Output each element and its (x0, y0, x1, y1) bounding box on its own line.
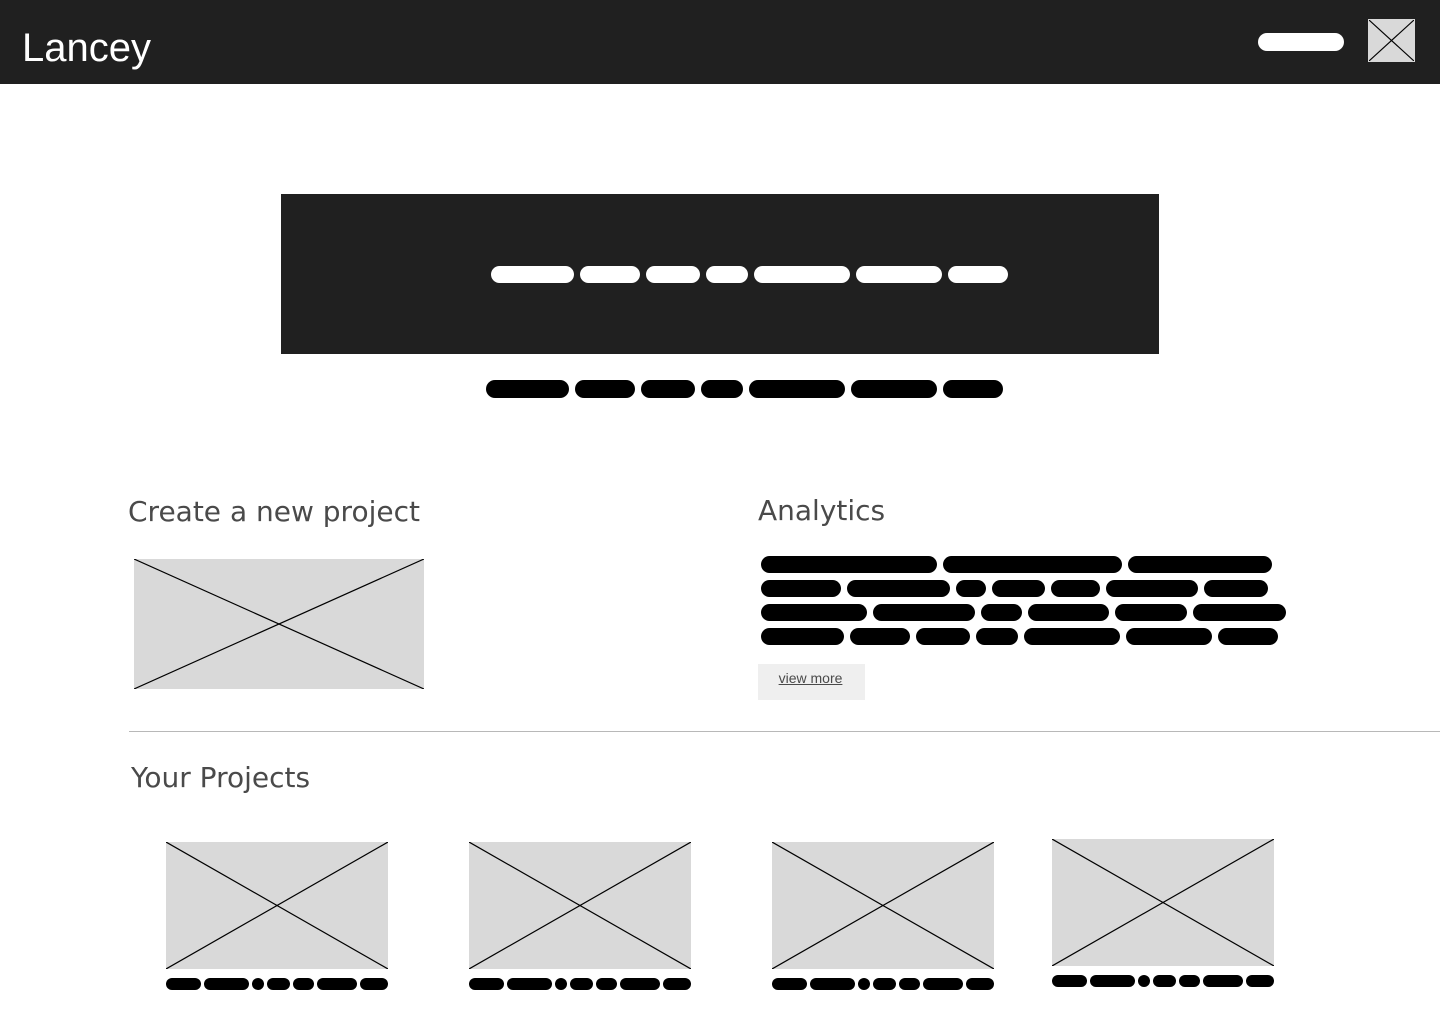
analytics-word-placeholder (1126, 628, 1212, 645)
profile-image-placeholder-icon[interactable] (1368, 19, 1415, 62)
project-word-placeholder (293, 978, 314, 990)
project-word-placeholder (1203, 975, 1243, 987)
analytics-word-placeholder (976, 628, 1018, 645)
analytics-word-placeholder (1106, 580, 1198, 597)
analytics-word-placeholder (761, 580, 841, 597)
project-word-placeholder (1138, 975, 1150, 987)
analytics-word-placeholder (761, 604, 867, 621)
analytics-word-placeholder (1115, 604, 1187, 621)
analytics-word-placeholder (1204, 580, 1268, 597)
project-word-placeholder (469, 978, 504, 990)
project-image-placeholder-icon[interactable] (469, 842, 691, 969)
project-image-placeholder-icon[interactable] (772, 842, 994, 969)
subheadline-word-placeholder (701, 380, 743, 398)
project-word-placeholder (923, 978, 963, 990)
project-word-placeholder (663, 978, 691, 990)
analytics-word-placeholder (847, 580, 950, 597)
project-word-placeholder (1090, 975, 1135, 987)
project-title-placeholder (469, 978, 691, 990)
project-word-placeholder (858, 978, 870, 990)
analytics-word-placeholder (1051, 580, 1100, 597)
analytics-word-placeholder (992, 580, 1045, 597)
project-word-placeholder (873, 978, 896, 990)
project-word-placeholder (1246, 975, 1274, 987)
view-more-button[interactable]: view more (758, 664, 865, 700)
headline-word-placeholder (754, 266, 850, 283)
project-card[interactable] (166, 842, 390, 992)
project-title-placeholder (1052, 975, 1274, 987)
project-word-placeholder (267, 978, 290, 990)
headline-word-placeholder (580, 266, 640, 283)
brand-logo[interactable]: Lancey (22, 26, 151, 70)
analytics-text-line-placeholder (761, 580, 1268, 597)
project-word-placeholder (1052, 975, 1087, 987)
project-word-placeholder (507, 978, 552, 990)
headline-word-placeholder (646, 266, 700, 283)
project-word-placeholder (204, 978, 249, 990)
section-divider (129, 731, 1440, 732)
project-word-placeholder (166, 978, 201, 990)
project-word-placeholder (1179, 975, 1200, 987)
subheadline-word-placeholder (943, 380, 1003, 398)
project-word-placeholder (810, 978, 855, 990)
project-image-placeholder-icon[interactable] (1052, 839, 1274, 966)
headline-word-placeholder (491, 266, 574, 283)
analytics-word-placeholder (1028, 604, 1109, 621)
hero-subheadline-placeholder (486, 380, 1003, 398)
project-title-placeholder (772, 978, 994, 990)
subheadline-word-placeholder (749, 380, 845, 398)
project-word-placeholder (596, 978, 617, 990)
headline-word-placeholder (948, 266, 1008, 283)
analytics-word-placeholder (1193, 604, 1286, 621)
project-word-placeholder (317, 978, 357, 990)
analytics-word-placeholder (761, 628, 844, 645)
subheadline-word-placeholder (486, 380, 569, 398)
hero-headline-placeholder (491, 266, 1008, 283)
project-word-placeholder (899, 978, 920, 990)
project-card[interactable] (1052, 839, 1276, 989)
analytics-word-placeholder (916, 628, 970, 645)
project-image-placeholder-icon[interactable] (166, 842, 388, 969)
your-projects-heading: Your Projects (131, 761, 311, 794)
analytics-word-placeholder (1024, 628, 1120, 645)
analytics-word-placeholder (850, 628, 910, 645)
project-word-placeholder (1153, 975, 1176, 987)
project-card[interactable] (469, 842, 693, 992)
analytics-word-placeholder (1128, 556, 1272, 573)
analytics-word-placeholder (956, 580, 986, 597)
analytics-text-line-placeholder (761, 556, 1272, 573)
subheadline-word-placeholder (641, 380, 695, 398)
analytics-word-placeholder (1218, 628, 1278, 645)
analytics-word-placeholder (943, 556, 1122, 573)
analytics-word-placeholder (981, 604, 1022, 621)
analytics-word-placeholder (873, 604, 975, 621)
create-project-heading: Create a new project (128, 495, 420, 528)
project-title-placeholder (166, 978, 388, 990)
navigation-link-placeholder[interactable] (1258, 33, 1344, 51)
project-card[interactable] (772, 842, 996, 992)
project-word-placeholder (555, 978, 567, 990)
analytics-text-line-placeholder (761, 604, 1286, 621)
project-word-placeholder (360, 978, 388, 990)
headline-word-placeholder (856, 266, 942, 283)
analytics-heading: Analytics (758, 494, 886, 527)
subheadline-word-placeholder (575, 380, 635, 398)
analytics-word-placeholder (761, 556, 937, 573)
headline-word-placeholder (706, 266, 748, 283)
create-project-image-placeholder-icon[interactable] (134, 559, 424, 689)
analytics-text-line-placeholder (761, 628, 1278, 645)
project-word-placeholder (772, 978, 807, 990)
top-navigation-bar: Lancey (0, 0, 1440, 84)
project-word-placeholder (620, 978, 660, 990)
subheadline-word-placeholder (851, 380, 937, 398)
project-word-placeholder (570, 978, 593, 990)
project-word-placeholder (966, 978, 994, 990)
project-word-placeholder (252, 978, 264, 990)
